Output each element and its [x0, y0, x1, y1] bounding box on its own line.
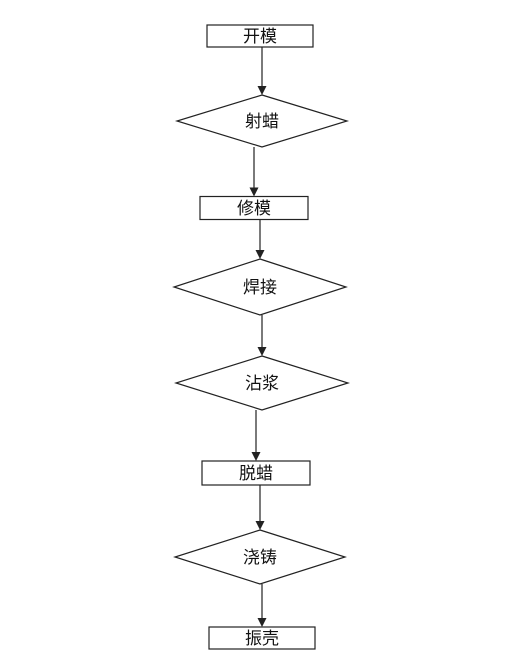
process-box-n3	[199, 195, 309, 221]
node-label-n1: 开模	[243, 27, 277, 47]
flow-node-n8: 振壳	[208, 626, 316, 650]
node-label-n8: 振壳	[245, 629, 279, 649]
flow-node-n4: 焊接	[172, 258, 348, 316]
flowchart-edges	[249, 47, 267, 627]
process-box-n1	[206, 24, 314, 48]
node-label-n4: 焊接	[243, 278, 277, 298]
node-label-n2: 射蜡	[245, 112, 279, 132]
flow-node-n5: 沾浆	[173, 355, 351, 411]
flow-node-n1: 开模	[206, 24, 314, 48]
flow-node-n3: 修模	[199, 195, 309, 221]
flow-arrowhead-7	[257, 618, 267, 627]
flow-arrowhead-5	[251, 452, 261, 461]
flow-arrowhead-6	[255, 521, 265, 530]
process-box-n8	[208, 626, 316, 650]
process-box-n6	[201, 460, 311, 486]
flow-node-n2: 射蜡	[174, 94, 350, 148]
decision-diamond-n4	[172, 258, 348, 316]
flow-node-n7: 浇铸	[173, 529, 347, 585]
flow-arrowhead-4	[257, 347, 267, 356]
node-label-n3: 修模	[237, 199, 271, 219]
flow-arrowhead-2	[249, 187, 259, 197]
decision-diamond-n7	[173, 529, 347, 585]
node-label-n6: 脱蜡	[239, 464, 273, 484]
decision-diamond-n5	[173, 355, 351, 411]
flow-arrowhead-1	[257, 86, 267, 95]
node-label-n7: 浇铸	[243, 548, 277, 568]
decision-diamond-n2	[174, 94, 350, 148]
flow-arrowhead-3	[255, 250, 265, 259]
node-label-n5: 沾浆	[245, 374, 279, 394]
flow-node-n6: 脱蜡	[201, 460, 311, 486]
